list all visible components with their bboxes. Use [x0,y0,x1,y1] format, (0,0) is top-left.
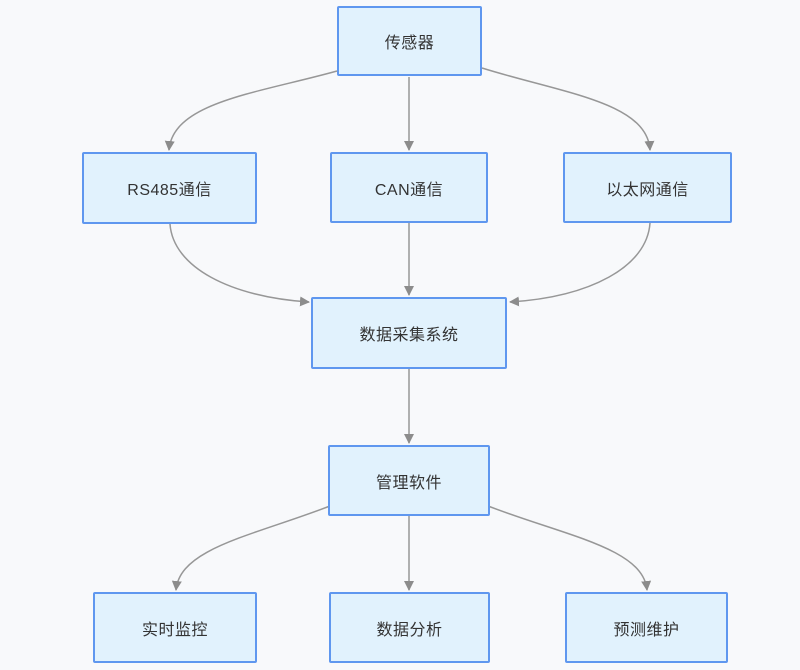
edge-sensor-to-ethernet [481,67,655,151]
edge-rs485-to-daq [169,223,310,307]
node-maintenance: 预测维护 [565,592,728,663]
node-label-rs485: RS485通信 [127,182,212,199]
node-monitor: 实时监控 [93,592,257,663]
edge-sensor-to-rs485 [164,70,338,151]
node-rs485: RS485通信 [82,152,257,224]
node-label-sensor: 传感器 [384,35,435,52]
node-label-daq: 数据采集系统 [359,327,459,344]
node-software: 管理软件 [328,445,490,516]
node-can: CAN通信 [330,152,488,223]
node-daq: 数据采集系统 [311,297,507,369]
node-ethernet: 以太网通信 [563,152,732,223]
node-label-software: 管理软件 [375,474,442,492]
node-sensor: 传感器 [337,6,482,76]
node-label-can: CAN通信 [374,181,444,199]
node-label-ethernet: 以太网通信 [606,181,689,199]
node-label-maintenance: 预测维护 [613,621,680,639]
edge-software-to-monitor [171,505,331,591]
node-label-monitor: 实时监控 [141,621,208,639]
edge-ethernet-to-daq [509,222,651,307]
node-label-analysis: 数据分析 [376,621,443,639]
edge-software-to-maintenance [487,505,652,591]
node-analysis: 数据分析 [329,592,490,663]
